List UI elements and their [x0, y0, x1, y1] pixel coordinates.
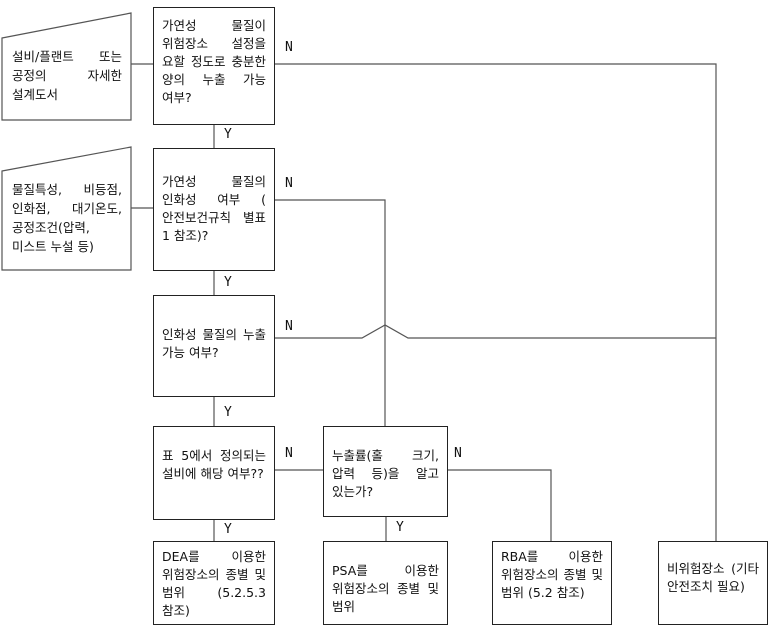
outcome-non-hazardous: 비위험장소 (기타 안전조치 필요): [658, 541, 768, 625]
label-y: Y: [224, 127, 232, 142]
connector: [275, 63, 717, 541]
label-y: Y: [224, 522, 232, 537]
outcome-dea: DEA를 이용한 위험장소의 종별 및 범위 (5.2.5.3 참조): [153, 541, 275, 625]
outcome-psa: PSA를 이용한 위험장소의 종별 및 범위: [323, 541, 448, 625]
connector: [275, 324, 716, 339]
decision-q5: 누출률(홀 크기, 압력 등)을 알고 있는가?: [323, 426, 448, 517]
decision-q1: 가연성 물질이 위험장소 설정을 요할 정도로 충분한 양의 누출 가능 여부?: [153, 7, 275, 125]
connector: [448, 469, 552, 541]
input-shape-material: [1, 146, 132, 271]
label-n: N: [285, 176, 293, 191]
decision-q2: 가연성 물질의 인화성 여부 ( 안전보건규칙 별표 1 참조)?: [153, 148, 275, 271]
label-n: N: [285, 319, 293, 334]
decision-q4: 표 5에서 정의되는 설비에 해당 여부??: [153, 426, 275, 520]
decision-q3: 인화성 물질의 누출 가능 여부?: [153, 295, 275, 397]
label-y: Y: [396, 520, 404, 535]
input-shape-equipment: [1, 12, 132, 121]
label-n: N: [285, 40, 293, 55]
label-y: Y: [224, 275, 232, 290]
input-equipment: 설비/플랜트 또는 공정의 자세한 설계도서: [12, 49, 122, 102]
label-n: N: [285, 446, 293, 461]
input-material: 물질특성, 비등점, 인화점, 대기온도, 공정조건(압력, 미스트 누설 등): [12, 182, 122, 254]
label-n: N: [454, 446, 462, 461]
outcome-rba: RBA를 이용한 위험장소의 종별 및 범위 (5.2 참조): [492, 541, 612, 625]
connector: [275, 199, 386, 426]
label-y: Y: [224, 405, 232, 420]
